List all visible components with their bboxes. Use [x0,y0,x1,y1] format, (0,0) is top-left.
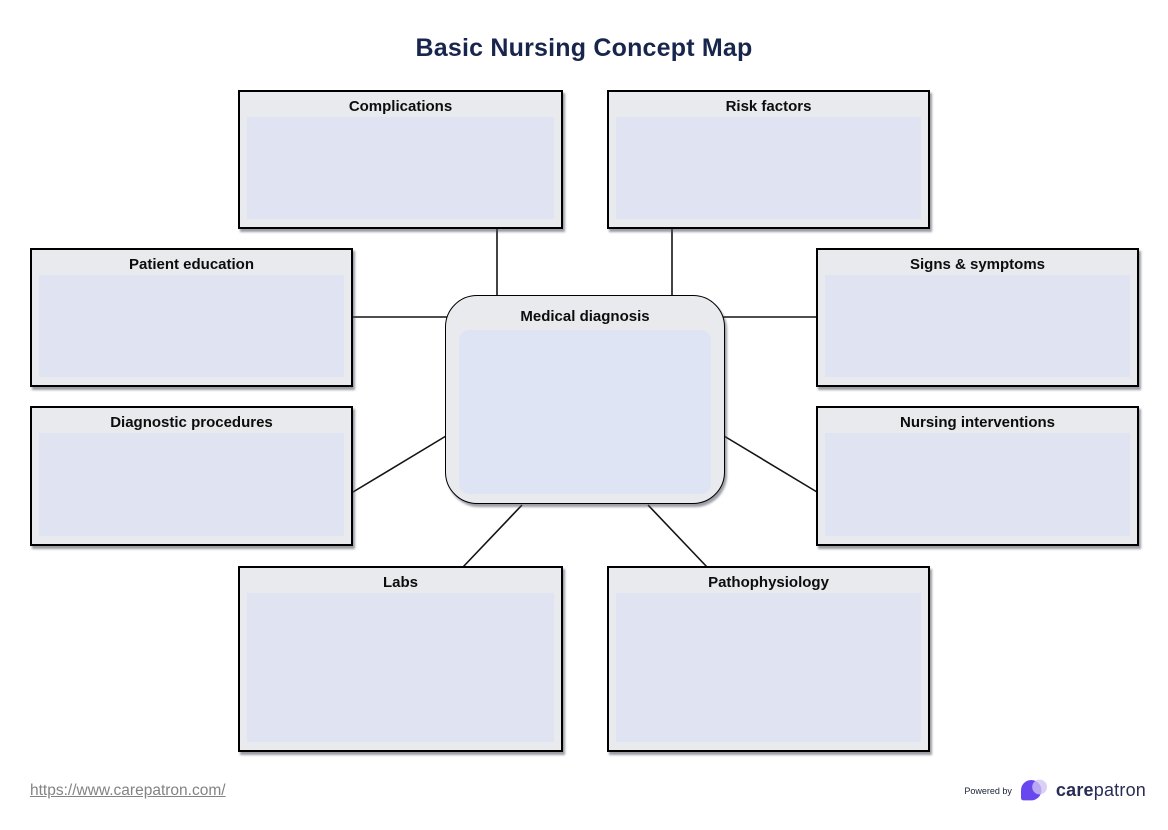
node-patient-education-label: Patient education [128,256,255,273]
node-risk-factors-field[interactable] [616,117,921,219]
node-complications-field[interactable] [247,117,554,219]
connector-diagnostic-procedures [352,435,447,493]
carepatron-link[interactable]: https://www.carepatron.com/ [30,782,226,799]
node-medical-diagnosis-field[interactable] [459,330,711,494]
connector-nursing-interventions [723,435,818,493]
node-labs-field[interactable] [247,593,554,742]
node-complications-label: Complications [348,98,453,115]
node-pathophysiology: Pathophysiology [607,566,930,752]
node-patient-education: Patient education [30,248,353,387]
node-labs-label: Labs [382,574,418,591]
node-complications: Complications [238,90,563,229]
brand-patron: patron [1093,780,1146,800]
node-diagnostic-procedures: Diagnostic procedures [30,406,353,546]
node-nursing-interventions: Nursing interventions [816,406,1139,546]
page-title: Basic Nursing Concept Map [415,34,753,62]
node-medical-diagnosis: Medical diagnosis [445,295,725,504]
node-signs-symptoms-field[interactable] [825,275,1130,377]
node-risk-factors: Risk factors [607,90,930,229]
node-patient-education-field[interactable] [39,275,344,377]
node-diagnostic-procedures-label: Diagnostic procedures [110,414,273,431]
node-pathophysiology-label: Pathophysiology [708,574,829,591]
node-medical-diagnosis-label: Medical diagnosis [520,308,650,325]
brand-care: care [1055,780,1094,800]
node-nursing-interventions-field[interactable] [825,433,1130,536]
connector-labs [462,504,523,568]
connector-pathophysiology [647,504,708,568]
node-labs: Labs [238,566,563,752]
node-diagnostic-procedures-field[interactable] [39,433,344,536]
node-risk-factors-label: Risk factors [725,98,812,115]
node-signs-symptoms: Signs & symptoms [816,248,1139,387]
node-signs-symptoms-label: Signs & symptoms [909,256,1046,273]
node-pathophysiology-field[interactable] [616,593,921,742]
powered-by-badge[interactable]: Powered by carepatron [964,778,1146,803]
carepatron-logo-icon [1020,779,1047,801]
node-nursing-interventions-label: Nursing interventions [899,414,1056,431]
powered-by-label: Powered by [964,785,1012,796]
carepatron-wordmark: carepatron [1056,780,1146,801]
